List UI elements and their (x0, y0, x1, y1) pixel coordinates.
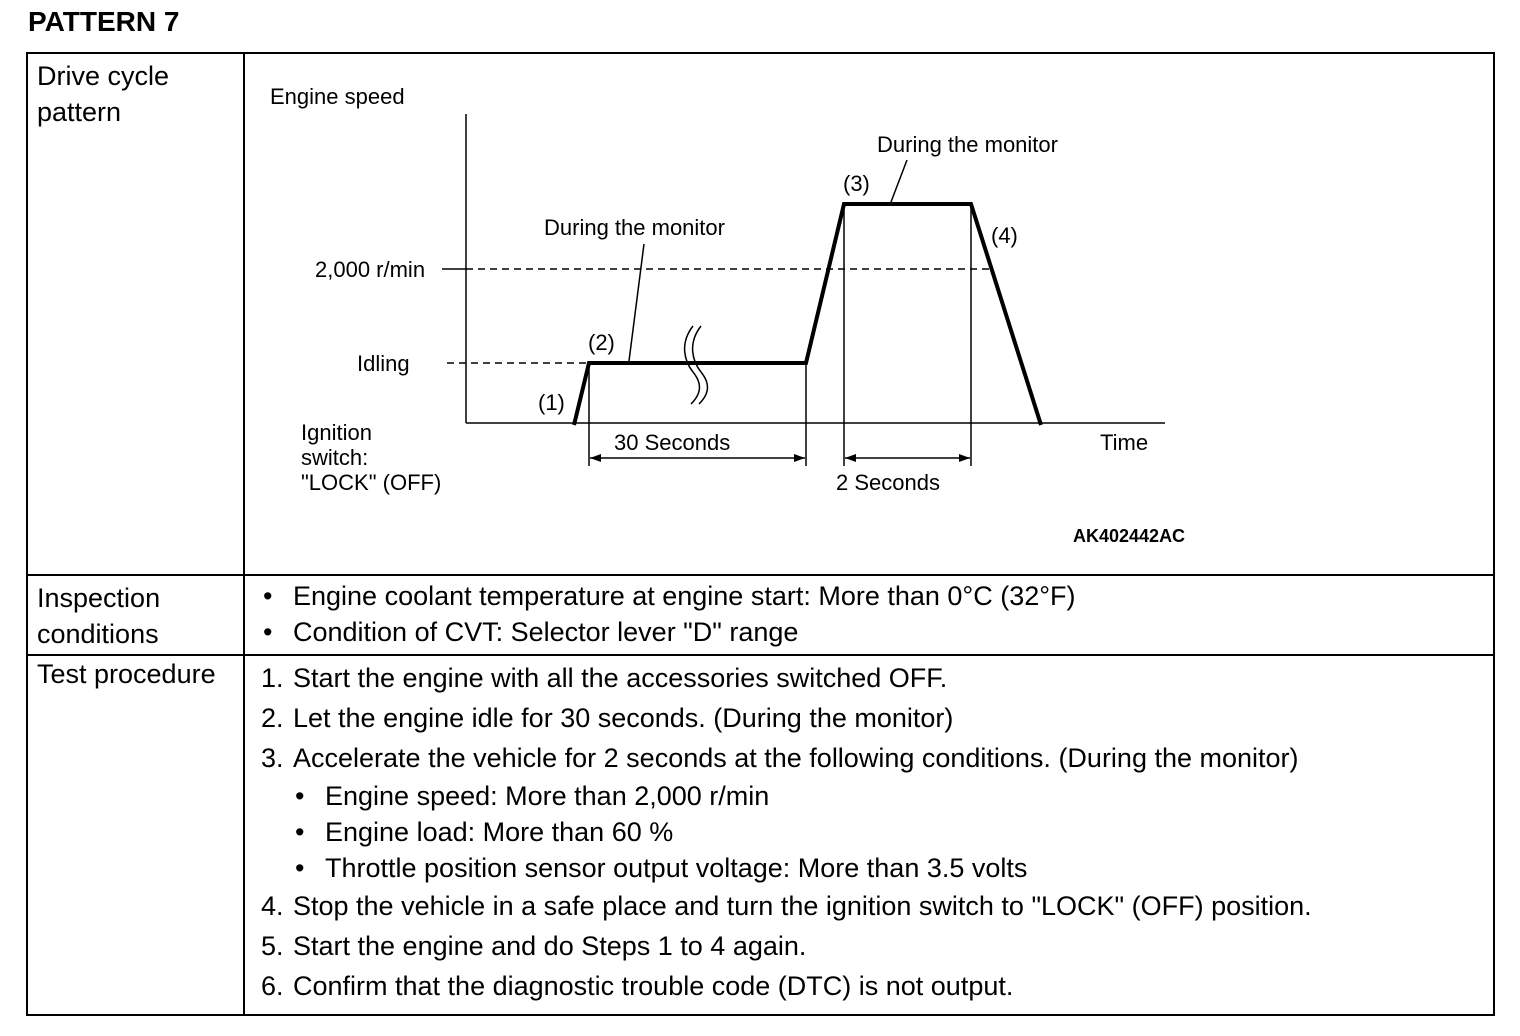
step-number: 1. (261, 663, 284, 693)
level-idling-label: Idling (357, 351, 410, 376)
ignition-label-line3: "LOCK" (OFF) (301, 470, 441, 495)
drive-cycle-row: Drive cycle pattern Engine speed Time (26, 52, 1495, 576)
step-text: Let the engine idle for 30 seconds. (Dur… (293, 703, 954, 733)
inspection-conditions-cell: • Engine coolant temperature at engine s… (243, 574, 1495, 656)
step-text: Stop the vehicle in a safe place and tur… (293, 891, 1312, 921)
list-item: • Engine load: More than 60 % (245, 814, 1493, 850)
drive-cycle-diagram-cell: Engine speed Time 2,000 r/min Idling Ign… (243, 52, 1495, 576)
inspection-conditions-list: • Engine coolant temperature at engine s… (245, 576, 1493, 650)
step3-condition-text: Engine load: More than 60 % (325, 817, 674, 847)
point-2-label: (2) (588, 330, 615, 355)
point-3-label: (3) (843, 171, 870, 196)
pattern-table: Drive cycle pattern Engine speed Time (26, 52, 1495, 1016)
time-break-mark (683, 325, 701, 405)
list-item: 6. Confirm that the diagnostic trouble c… (245, 966, 1493, 1006)
bullet-icon: • (295, 781, 305, 811)
inspection-row: Inspection conditions • Engine coolant t… (26, 574, 1495, 656)
duration-30-label: 30 Seconds (614, 430, 730, 455)
monitor-leader-accel (890, 159, 908, 203)
drive-cycle-label: Drive cycle pattern (26, 52, 245, 576)
step-text: Start the engine with all the accessorie… (293, 663, 948, 693)
x-axis-label: Time (1100, 430, 1148, 455)
step3-condition-text: Throttle position sensor output voltage:… (325, 853, 1028, 883)
list-item: 2. Let the engine idle for 30 seconds. (… (245, 698, 1493, 738)
point-4-label: (4) (991, 223, 1018, 248)
page-title: PATTERN 7 (28, 6, 180, 37)
y-axis-label: Engine speed (270, 84, 405, 109)
step-number: 3. (261, 743, 284, 773)
condition-text: Condition of CVT: Selector lever "D" ran… (293, 617, 799, 647)
duration-2-label: 2 Seconds (836, 470, 940, 495)
figure-id: AK402442AC (1073, 526, 1185, 546)
monitor-leader-idle (628, 243, 645, 362)
drive-cycle-diagram: Engine speed Time 2,000 r/min Idling Ign… (270, 84, 1185, 546)
ignition-label-line1: Ignition (301, 420, 372, 445)
ignition-label-line2: switch: (301, 445, 368, 470)
list-item: • Engine coolant temperature at engine s… (245, 578, 1493, 614)
list-item: 1. Start the engine with all the accesso… (245, 658, 1493, 698)
test-procedure-row: Test procedure 1. Start the engine with … (26, 654, 1495, 1016)
step-number: 4. (261, 891, 284, 921)
step-text: Accelerate the vehicle for 2 seconds at … (293, 743, 1299, 773)
bullet-icon: • (295, 853, 305, 883)
step3-condition-text: Engine speed: More than 2,000 r/min (325, 781, 770, 811)
step-number: 5. (261, 931, 284, 961)
list-item: 4. Stop the vehicle in a safe place and … (245, 886, 1493, 926)
step-number: 6. (261, 971, 284, 1001)
level-2000-label: 2,000 r/min (315, 257, 425, 282)
engine-speed-profile (572, 202, 1043, 426)
monitor-label-accel: During the monitor (877, 132, 1058, 157)
list-item: 3. Accelerate the vehicle for 2 seconds … (245, 738, 1493, 778)
list-item: • Engine speed: More than 2,000 r/min (245, 778, 1493, 814)
test-procedure-cell: 1. Start the engine with all the accesso… (243, 654, 1495, 1016)
bullet-icon: • (263, 617, 273, 647)
step-text: Confirm that the diagnostic trouble code… (293, 971, 1014, 1001)
inspection-label: Inspection conditions (26, 574, 245, 656)
step-number: 2. (261, 703, 284, 733)
bullet-icon: • (295, 817, 305, 847)
list-item: 5. Start the engine and do Steps 1 to 4 … (245, 926, 1493, 966)
point-1-label: (1) (538, 390, 565, 415)
step-text: Start the engine and do Steps 1 to 4 aga… (293, 931, 807, 961)
list-item: • Throttle position sensor output voltag… (245, 850, 1493, 886)
test-procedure-label: Test procedure (26, 654, 245, 1016)
monitor-label-idle: During the monitor (544, 215, 725, 240)
test-steps-list: 1. Start the engine with all the accesso… (245, 656, 1493, 1006)
list-item: • Condition of CVT: Selector lever "D" r… (245, 614, 1493, 650)
bullet-icon: • (263, 581, 273, 611)
condition-text: Engine coolant temperature at engine sta… (293, 581, 1076, 611)
time-break-mark (691, 325, 709, 405)
